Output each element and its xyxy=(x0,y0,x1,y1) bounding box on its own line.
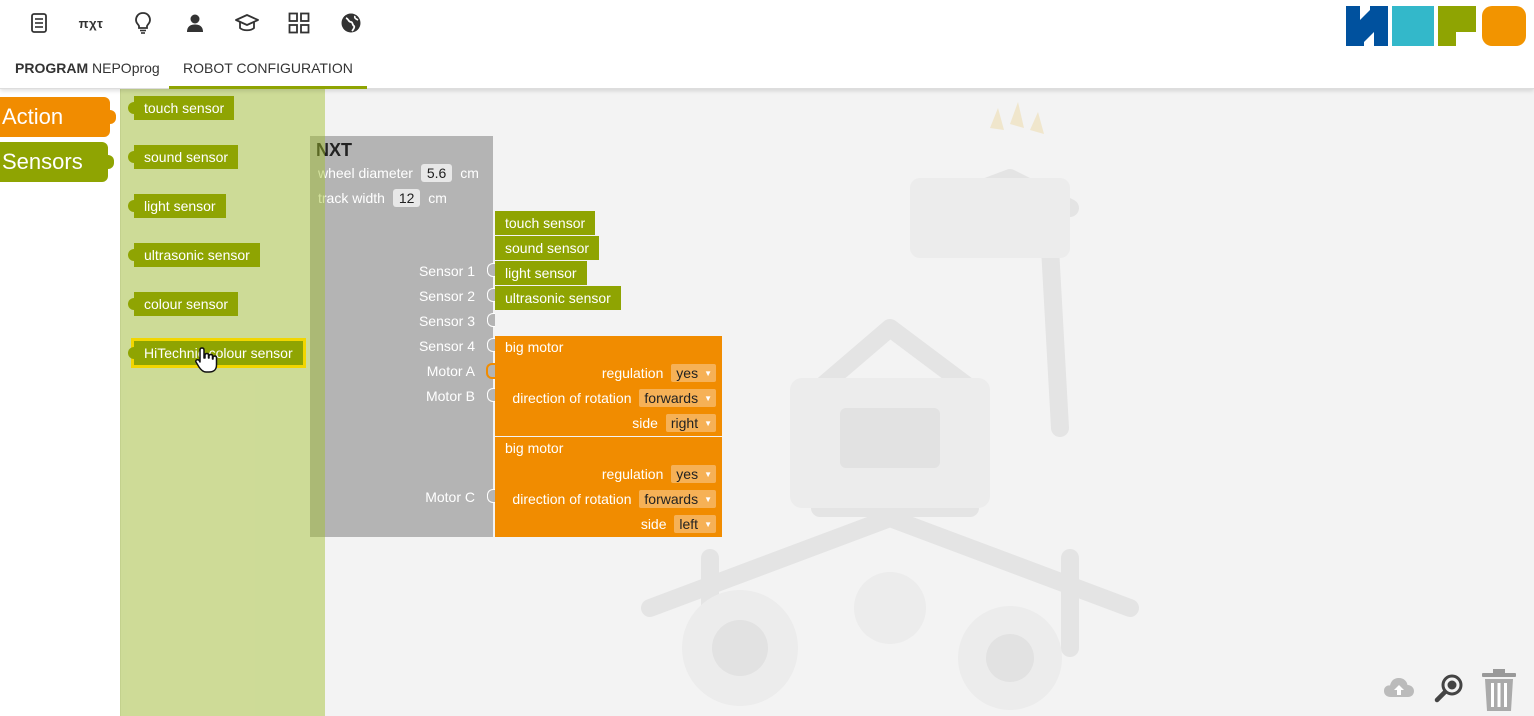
track-width-unit: cm xyxy=(428,190,447,206)
toolbox-flyout: touch sensor sound sensor light sensor u… xyxy=(120,88,325,716)
side-dropdown[interactable]: right ▼ xyxy=(665,414,716,432)
tab-program[interactable]: PROGRAM NEPOprog xyxy=(15,52,160,86)
regulation-value: yes xyxy=(676,466,699,482)
side-value: left xyxy=(679,516,699,532)
port-label-motor-b: Motor B xyxy=(425,388,475,404)
list-icon[interactable] xyxy=(26,10,52,36)
flyout-hitechnic-colour-sensor-block[interactable]: HiTechnic colour sensor xyxy=(128,338,306,368)
flyout-light-sensor-block[interactable]: light sensor xyxy=(128,194,226,218)
attached-light-sensor-block[interactable]: light sensor xyxy=(495,261,587,285)
flyout-touch-sensor-block[interactable]: touch sensor xyxy=(127,96,235,120)
nepo-logo xyxy=(1344,4,1528,53)
motor-c-side-row: side left ▼ xyxy=(641,515,716,533)
port-connector xyxy=(487,288,495,302)
config-title: NXT xyxy=(316,140,352,160)
attached-touch-sensor-block[interactable]: touch sensor xyxy=(495,211,596,235)
direction-value: forwards xyxy=(644,390,699,406)
port-label-motor-c: Motor C xyxy=(425,489,475,505)
regulation-dropdown[interactable]: yes ▼ xyxy=(671,364,716,382)
direction-label: direction of rotation xyxy=(512,390,632,406)
direction-dropdown[interactable]: forwards ▼ xyxy=(639,389,716,407)
port-connector xyxy=(487,263,495,277)
motor-c-direction-row: direction of rotation forwards ▼ xyxy=(512,490,716,508)
track-width-input[interactable]: 12 xyxy=(392,189,421,207)
hand-cursor-icon xyxy=(195,347,218,373)
side-value: right xyxy=(670,415,699,431)
track-width-row: track width 12 cm xyxy=(318,189,447,207)
robot-background-image xyxy=(641,102,1139,710)
top-navigation-bar: πχτ PROGRAM NEPOprog ROBOT CONFIGURATION xyxy=(0,0,1534,89)
program-name: NEPOprog xyxy=(92,60,160,76)
port-label-sensor-4: Sensor 4 xyxy=(418,338,475,354)
tab-robot-configuration[interactable]: ROBOT CONFIGURATION xyxy=(169,52,367,89)
regulation-dropdown[interactable]: yes ▼ xyxy=(671,465,716,483)
zoom-reset-icon[interactable] xyxy=(1434,673,1464,703)
wheel-diameter-input[interactable]: 5.6 xyxy=(420,164,453,182)
motor-b-side-row: side right ▼ xyxy=(632,414,716,432)
regulation-label: regulation xyxy=(601,365,664,381)
flyout-sound-sensor-block[interactable]: sound sensor xyxy=(127,145,239,169)
blockly-workspace[interactable]: Action Sensors NXT wheel diameter 5.6 cm… xyxy=(0,88,1534,716)
nxt-configuration-block[interactable]: NXT wheel diameter 5.6 cm track width 12… xyxy=(310,136,495,537)
graduation-cap-icon[interactable] xyxy=(234,10,260,36)
dropdown-arrow-icon: ▼ xyxy=(704,495,712,505)
category-action[interactable]: Action xyxy=(0,97,116,137)
flyout-ultrasonic-sensor-block[interactable]: ultrasonic sensor xyxy=(128,243,260,267)
trash-icon[interactable] xyxy=(1480,668,1518,712)
side-label: side xyxy=(632,415,658,431)
dropdown-arrow-icon: ▼ xyxy=(704,394,712,404)
dropdown-arrow-icon: ▼ xyxy=(704,419,712,429)
port-connector xyxy=(487,338,495,352)
regulation-value: yes xyxy=(676,365,699,381)
attached-sound-sensor-block[interactable]: sound sensor xyxy=(495,236,600,260)
port-connector xyxy=(487,489,495,503)
attached-ultrasonic-sensor-block[interactable]: ultrasonic sensor xyxy=(495,286,621,310)
wheel-diameter-row: wheel diameter 5.6 cm xyxy=(318,164,479,182)
regulation-label: regulation xyxy=(601,466,664,482)
motor-b-title: big motor xyxy=(505,339,564,355)
direction-label: direction of rotation xyxy=(512,491,632,507)
motor-b-block[interactable]: big motor regulation yes ▼ direction of r… xyxy=(495,336,722,436)
motor-b-regulation-row: regulation yes ▼ xyxy=(602,364,716,382)
side-label: side xyxy=(640,516,667,532)
port-connector-empty[interactable] xyxy=(486,363,495,379)
direction-dropdown[interactable]: forwards ▼ xyxy=(639,490,716,508)
dropdown-arrow-icon: ▼ xyxy=(704,470,712,480)
category-sensors[interactable]: Sensors xyxy=(0,142,114,182)
port-label-sensor-2: Sensor 2 xyxy=(418,288,475,304)
grid-icon[interactable] xyxy=(286,10,312,36)
toolbox: Action Sensors xyxy=(0,88,121,716)
motor-c-title: big motor xyxy=(505,440,564,456)
motor-c-regulation-row: regulation yes ▼ xyxy=(602,465,716,483)
port-label-sensor-1: Sensor 1 xyxy=(418,263,475,279)
side-dropdown[interactable]: left ▼ xyxy=(674,515,716,533)
cloud-upload-icon[interactable] xyxy=(1383,676,1415,700)
direction-value: forwards xyxy=(644,491,699,507)
flyout-colour-sensor-block[interactable]: colour sensor xyxy=(127,292,239,316)
program-prefix: PROGRAM xyxy=(15,60,89,76)
user-icon[interactable] xyxy=(182,10,208,36)
port-connector xyxy=(487,313,495,327)
dropdown-arrow-icon: ▼ xyxy=(704,520,712,530)
port-connector xyxy=(487,388,495,402)
track-width-label: track width xyxy=(318,190,385,206)
motor-c-block[interactable]: big motor regulation yes ▼ direction of r… xyxy=(495,437,722,537)
lightbulb-icon[interactable] xyxy=(130,10,156,36)
wheel-diameter-label: wheel diameter xyxy=(318,165,413,181)
robot-nxt-label[interactable]: πχτ xyxy=(78,15,104,31)
motor-b-direction-row: direction of rotation forwards ▼ xyxy=(512,389,716,407)
wheel-diameter-unit: cm xyxy=(460,165,479,181)
port-label-sensor-3: Sensor 3 xyxy=(418,313,475,329)
globe-icon[interactable] xyxy=(338,10,364,36)
dropdown-arrow-icon: ▼ xyxy=(704,369,712,379)
port-label-motor-a: Motor A xyxy=(426,363,475,379)
